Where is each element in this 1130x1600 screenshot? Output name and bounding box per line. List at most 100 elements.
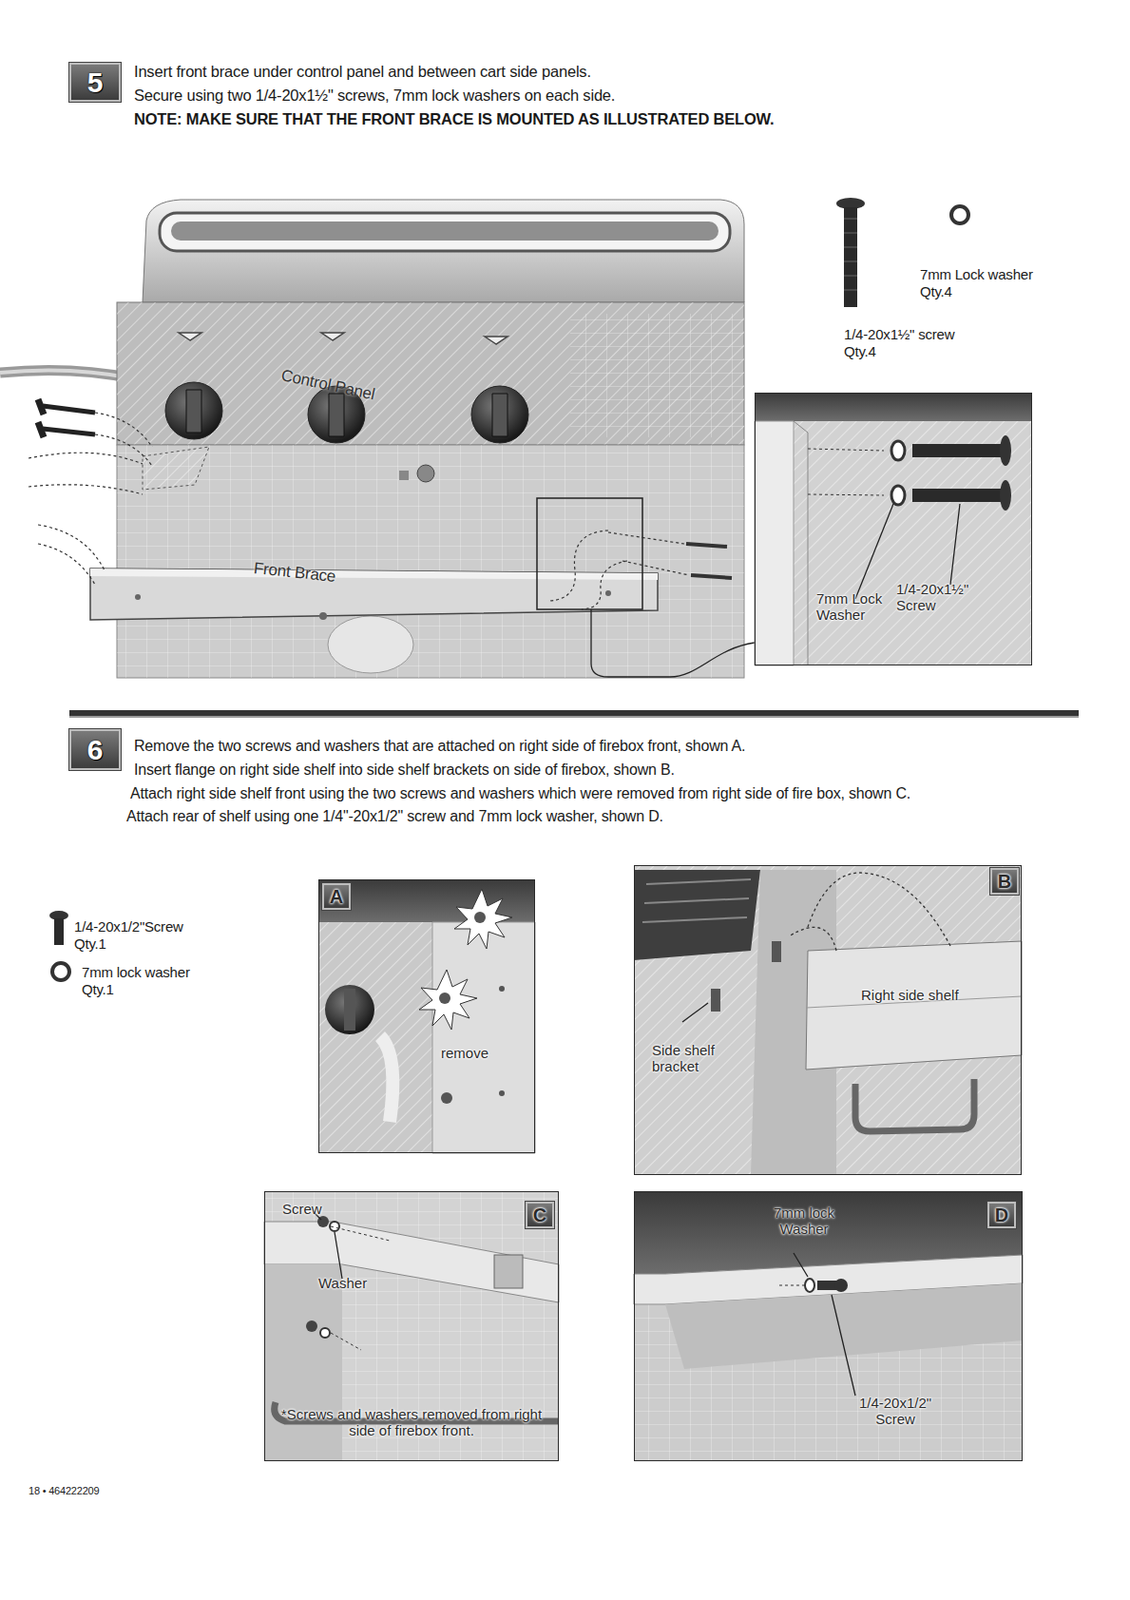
panel-d-illustration-shape <box>633 1190 1023 1461</box>
instruction-text: Attach right side shelf front using the … <box>130 784 1110 803</box>
washer-icon <box>52 962 70 980</box>
panel-a-illustration-shape <box>419 969 478 1030</box>
badge-text: 5 <box>87 68 104 97</box>
panel-c-illustration-shape <box>306 1320 318 1332</box>
note-text: NOTE: MAKE SURE THAT THE FRONT BRACE IS … <box>134 110 1085 130</box>
detail-panel: D7mm lock Washer1/4-20x1/2" Screw <box>633 1190 1023 1461</box>
panel-b-illustration-shape <box>855 1078 975 1131</box>
panel-d-illustration <box>633 1190 1023 1461</box>
panel-b-illustration-shape <box>710 988 721 1012</box>
inset-detail-shape <box>754 421 794 666</box>
panel-a-illustration-shape <box>440 1091 453 1104</box>
grill-illustration-shape <box>38 399 44 438</box>
callout-label: 7mm Lock Washer <box>816 591 895 623</box>
step-number: 6 <box>69 728 121 770</box>
callout-label: Right side shelf <box>861 987 1004 1004</box>
grill-illustration-shape <box>95 412 153 466</box>
badge-text: A <box>329 885 344 907</box>
grill-illustration-shape <box>178 332 508 345</box>
grill-illustration-shape <box>90 568 658 580</box>
grill-illustration-shape <box>116 302 745 445</box>
panel-b-illustration-shape <box>642 879 751 922</box>
instruction-text: Insert front brace under control panel a… <box>134 62 1085 82</box>
instruction-text: Insert flange on right side shelf into s… <box>134 760 1113 779</box>
grill-illustration-shape <box>327 615 414 673</box>
grill-illustration-shape <box>171 221 719 241</box>
panel-a-illustration-shape <box>318 879 536 1153</box>
badge-text: C <box>533 1204 547 1226</box>
panel-a-illustration-shape <box>318 879 536 1153</box>
detail-panel: BSide shelf bracketRight side shelf <box>633 864 1022 1175</box>
instruction-text: Attach rear of shelf using one 1/4"-20x1… <box>126 806 1106 825</box>
page-footer: 18 • 464222209 <box>28 1484 219 1497</box>
step-number: 5 <box>69 62 121 102</box>
instruction-text: Remove the two screws and washers that a… <box>134 736 1113 755</box>
screw-icon <box>836 197 865 307</box>
grill-illustration-shape <box>570 313 745 438</box>
grill-illustration-shape <box>0 370 134 379</box>
inset-detail-shape <box>912 488 1003 502</box>
panel-a-illustration-shape <box>454 888 513 949</box>
part-name: 1/4-20x1½" screw Qty.4 <box>843 325 970 361</box>
panel-a-illustration-shape <box>439 992 451 1004</box>
panel-c-illustration-shape <box>264 1264 343 1461</box>
panel-a-illustration-shape <box>380 1035 393 1122</box>
grill-illustration-shape <box>142 446 210 490</box>
grill-illustration-shape <box>142 199 745 303</box>
grill-illustration-shape <box>42 405 96 435</box>
section-divider-shape <box>69 709 1079 716</box>
badge-text: 6 <box>87 735 104 765</box>
inset-detail-shape <box>754 392 1033 666</box>
panel-c-illustration <box>264 1190 559 1461</box>
panel-c-illustration-shape <box>264 1190 559 1461</box>
grill-illustration-shape <box>116 444 745 678</box>
panel-a-illustration-shape <box>498 1090 505 1096</box>
panel-a-illustration-shape <box>432 921 536 1153</box>
panel-b-illustration-shape <box>633 869 761 960</box>
inset-detail-shape <box>891 440 905 460</box>
grill-illustration-shape <box>116 302 745 445</box>
screw-icon-shape <box>843 218 858 290</box>
grill-illustration-shape <box>591 609 755 677</box>
grill-illustration-shape <box>399 470 409 480</box>
panel-b-illustration <box>633 864 1022 1175</box>
panel-letter: A <box>322 882 351 910</box>
screw-icon-shape <box>54 918 64 945</box>
panel-a-illustration-shape <box>325 984 375 1035</box>
grill-illustration <box>0 199 755 678</box>
panel-d-illustration-shape <box>633 1190 1023 1461</box>
grill-illustration-shape <box>90 568 658 620</box>
detail-panel: Aremove <box>318 879 536 1153</box>
panel-c-illustration-shape <box>494 1254 523 1288</box>
panel-a-illustration <box>318 879 536 1153</box>
panel-d-illustration-shape <box>804 1278 815 1292</box>
callout-label: Washer <box>318 1275 385 1292</box>
section-divider <box>69 709 1079 718</box>
panel-letter: D <box>987 1201 1016 1228</box>
grill-illustration-shape <box>536 497 643 610</box>
part-name: 7mm Lock washer Qty.4 <box>919 266 1036 301</box>
grill-illustration-shape <box>134 593 141 600</box>
grill-illustration-shape <box>159 212 730 251</box>
callout-label: 1/4-20x1½" Screw <box>896 581 984 613</box>
panel-d-illustration-shape <box>779 1284 806 1286</box>
grill-illustration-shape <box>116 444 745 678</box>
panel-c-illustration-shape <box>313 1211 343 1279</box>
inset-detail-shape <box>754 392 1033 666</box>
panel-b-illustration-shape <box>805 940 1022 1070</box>
panel-a-illustration-shape <box>344 988 356 1031</box>
detail-panel: CScrewWasher*Screws and washers removed … <box>264 1190 559 1461</box>
washer-icon-shape <box>52 962 70 980</box>
grill-illustration-shape <box>417 464 435 482</box>
panel-b-illustration-shape <box>682 1002 709 1022</box>
panel-b-illustration-shape <box>788 872 951 951</box>
inset-detail-shape <box>999 479 1012 511</box>
inset-detail <box>754 392 1033 666</box>
grill-illustration-shape <box>0 370 134 379</box>
section-divider-shape <box>69 715 1079 718</box>
grill-illustration-shape <box>605 590 612 596</box>
part-name: 1/4-20x1/2"Screw Qty.1 <box>74 918 196 953</box>
badge-text: B <box>997 870 1012 892</box>
panel-d-illustration-shape <box>665 1283 1023 1369</box>
callout-label: Screw <box>282 1201 340 1218</box>
